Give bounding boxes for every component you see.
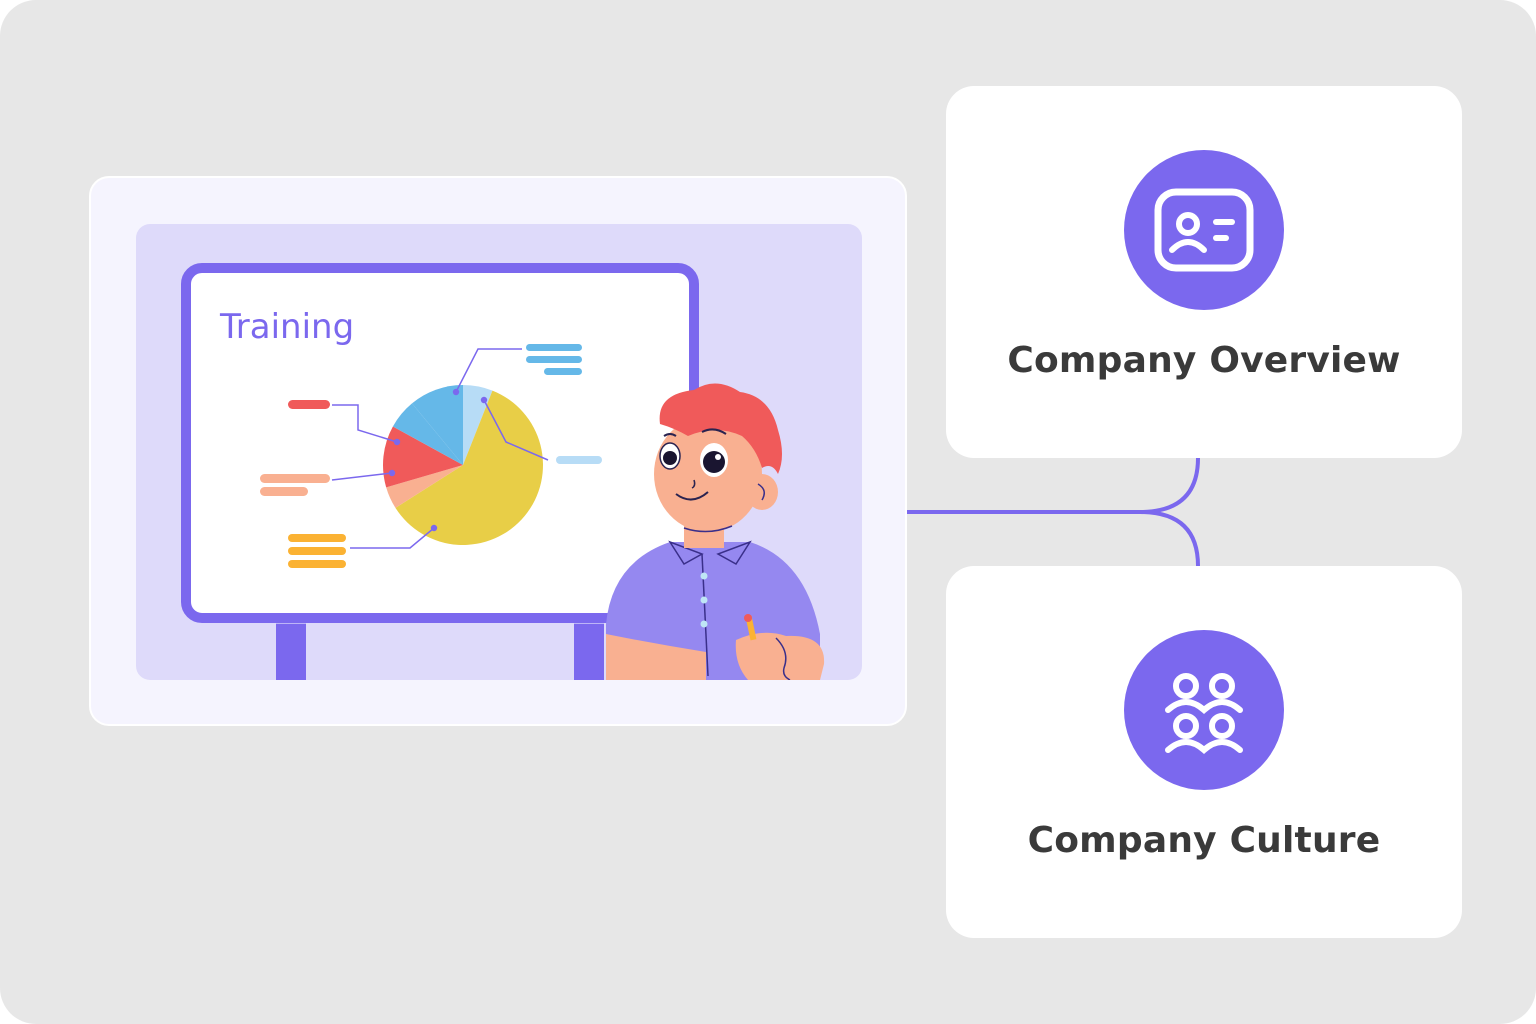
pie-slice [412, 385, 463, 465]
legend-bars [260, 344, 602, 568]
board-title: Training [219, 307, 354, 347]
team-people-icon [1124, 630, 1284, 790]
training-illustration: Training [181, 263, 825, 680]
board-leg-right [574, 616, 604, 680]
pie-slice [386, 465, 463, 508]
callout-dots [388, 388, 488, 532]
board-leg-left [276, 616, 306, 680]
pie-slice [463, 385, 493, 465]
pie-slice [395, 390, 543, 545]
topic-card-company-culture[interactable]: Company Culture [946, 566, 1462, 938]
pie-chart [383, 385, 543, 545]
pie-slice [383, 426, 463, 488]
topic-card-company-overview[interactable]: Company Overview [946, 86, 1462, 458]
callout-lines [331, 348, 549, 549]
topic-title: Company Overview [1007, 340, 1401, 381]
presenter-character [606, 383, 825, 680]
pie-slice [392, 403, 463, 465]
topic-title: Company Culture [1027, 820, 1381, 861]
id-card-icon [1124, 150, 1284, 310]
